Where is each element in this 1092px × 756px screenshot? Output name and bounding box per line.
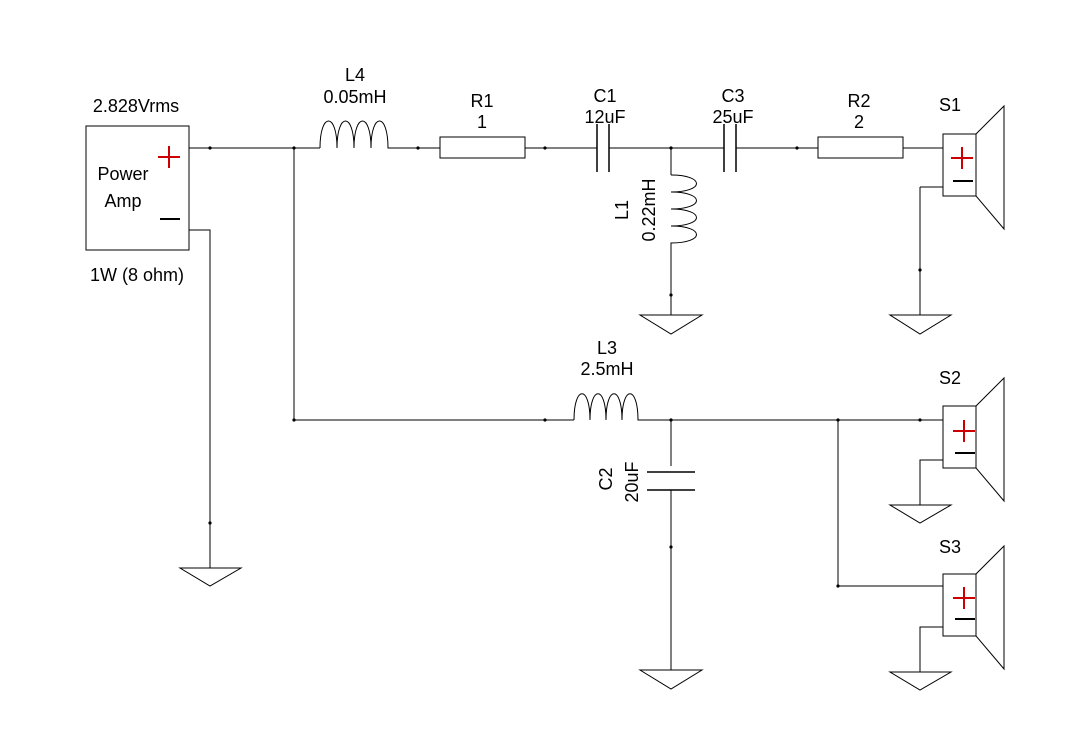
- L1-value-label: 0.22mH: [639, 178, 659, 241]
- node-dot: [669, 146, 673, 150]
- C1-value-label: 12uF: [584, 107, 625, 127]
- speaker-S1[interactable]: S1: [939, 95, 1005, 231]
- S2-plus-icon: [953, 420, 975, 442]
- resistor-R2[interactable]: R2 2: [817, 91, 904, 159]
- node-dot: [292, 418, 296, 422]
- amp-voltage-label: 2.828Vrms: [93, 96, 179, 116]
- ground-L1-icon: [638, 314, 704, 335]
- S2-ref-label: S2: [939, 368, 961, 388]
- speaker-S2[interactable]: S2: [939, 368, 1005, 503]
- R2-value-label: 2: [854, 112, 864, 132]
- R2-ref-label: R2: [847, 91, 870, 111]
- speaker-S3[interactable]: S3: [939, 537, 1005, 671]
- node-dot: [543, 418, 547, 422]
- L4-value-label: 0.05mH: [323, 87, 386, 107]
- power-amp-box: [85, 125, 190, 251]
- node-dot: [669, 293, 673, 297]
- node-dot: [836, 418, 840, 422]
- inductor-L3[interactable]: L3 2.5mH: [573, 338, 640, 421]
- S1-plus-icon: [951, 147, 973, 169]
- node-dot: [918, 418, 922, 422]
- resistor-R1[interactable]: R1 1: [439, 91, 526, 159]
- S1-ref-label: S1: [939, 95, 961, 115]
- node-dot: [208, 146, 212, 150]
- wires: [189, 147, 943, 672]
- amp-rating-label: 1W (8 ohm): [90, 265, 184, 285]
- node-dot: [208, 521, 212, 525]
- S3-plus-icon: [953, 587, 975, 609]
- amp-label-line2: Amp: [104, 191, 141, 211]
- node-dot: [669, 545, 673, 549]
- L4-ref-label: L4: [345, 65, 365, 85]
- C1-ref-label: C1: [593, 86, 616, 106]
- junction-dots: [208, 146, 922, 588]
- L3-value-label: 2.5mH: [580, 359, 633, 379]
- ground-C2-icon: [638, 669, 704, 690]
- C2-ref-label: C2: [596, 467, 616, 490]
- S3-ref-label: S3: [939, 537, 961, 557]
- ground-S3-icon: [888, 671, 953, 691]
- node-dot: [669, 418, 673, 422]
- inductor-L1[interactable]: L1 0.22mH: [612, 174, 697, 245]
- amp-label-line1: Power: [97, 164, 148, 184]
- power-amp[interactable]: Power Amp 2.828Vrms 1W (8 ohm): [85, 96, 190, 285]
- ground-S1-icon: [888, 314, 953, 335]
- C2-value-label: 20uF: [622, 461, 642, 502]
- amp-plus-icon: [158, 146, 180, 168]
- capacitor-C2[interactable]: C2 20uF: [596, 461, 695, 503]
- node-dot: [292, 146, 296, 150]
- node-dot: [836, 584, 840, 588]
- ground-amp-icon: [178, 567, 243, 587]
- ground-S2-icon: [888, 504, 953, 524]
- inductor-L4[interactable]: L4 0.05mH: [319, 65, 390, 149]
- node-dot: [795, 146, 799, 150]
- node-dot: [543, 146, 547, 150]
- R1-value-label: 1: [477, 112, 487, 132]
- C3-ref-label: C3: [721, 86, 744, 106]
- C3-value-label: 25uF: [712, 107, 753, 127]
- L1-ref-label: L1: [612, 200, 632, 220]
- node-dot: [416, 146, 420, 150]
- capacitor-C1[interactable]: C1 12uF: [584, 86, 626, 172]
- L3-ref-label: L3: [597, 338, 617, 358]
- capacitor-C3[interactable]: C3 25uF: [712, 86, 754, 172]
- node-dot: [918, 268, 922, 272]
- R1-ref-label: R1: [470, 91, 493, 111]
